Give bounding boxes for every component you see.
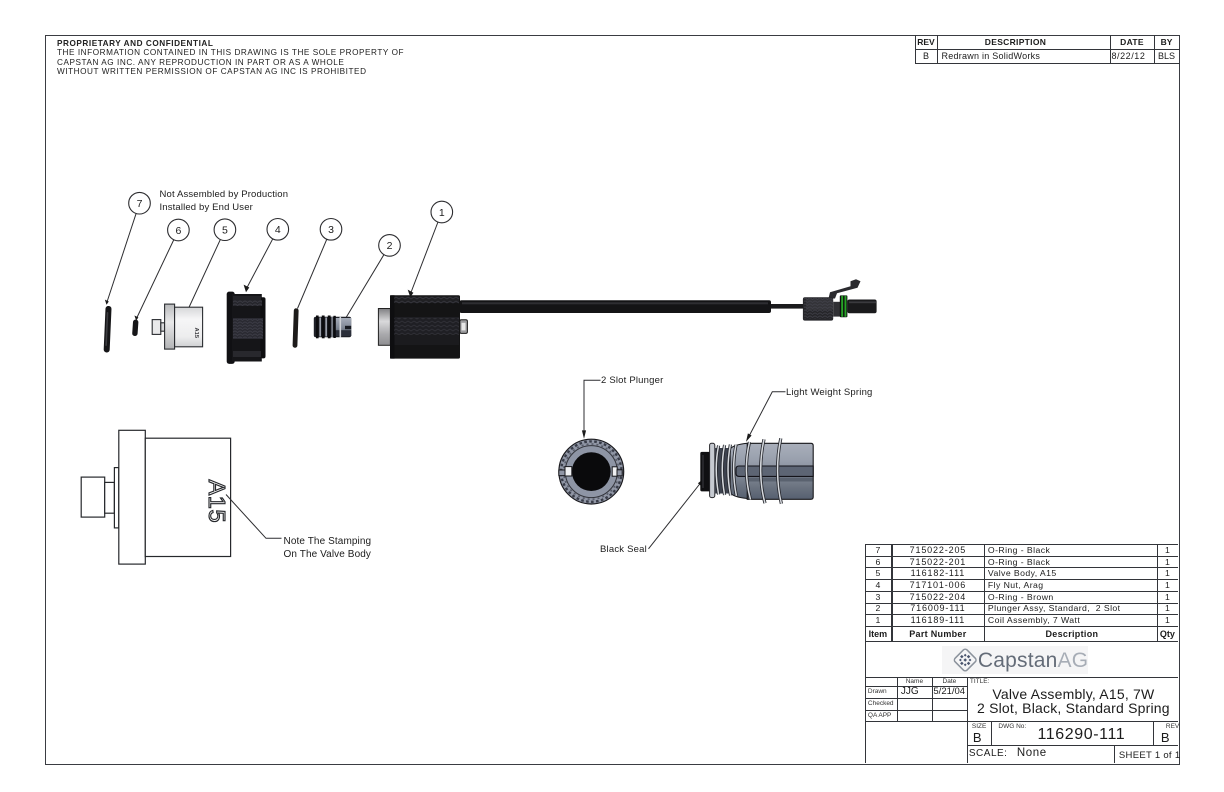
svg-text:5: 5 bbox=[222, 225, 228, 237]
svg-text:6: 6 bbox=[175, 225, 181, 237]
svg-text:A15: A15 bbox=[193, 328, 199, 339]
svg-text:3: 3 bbox=[328, 224, 334, 236]
svg-text:7: 7 bbox=[137, 198, 143, 210]
svg-text:4: 4 bbox=[275, 224, 281, 236]
svg-text:2: 2 bbox=[387, 240, 393, 252]
svg-text:1: 1 bbox=[439, 207, 445, 219]
svg-text:A15: A15 bbox=[204, 480, 230, 524]
